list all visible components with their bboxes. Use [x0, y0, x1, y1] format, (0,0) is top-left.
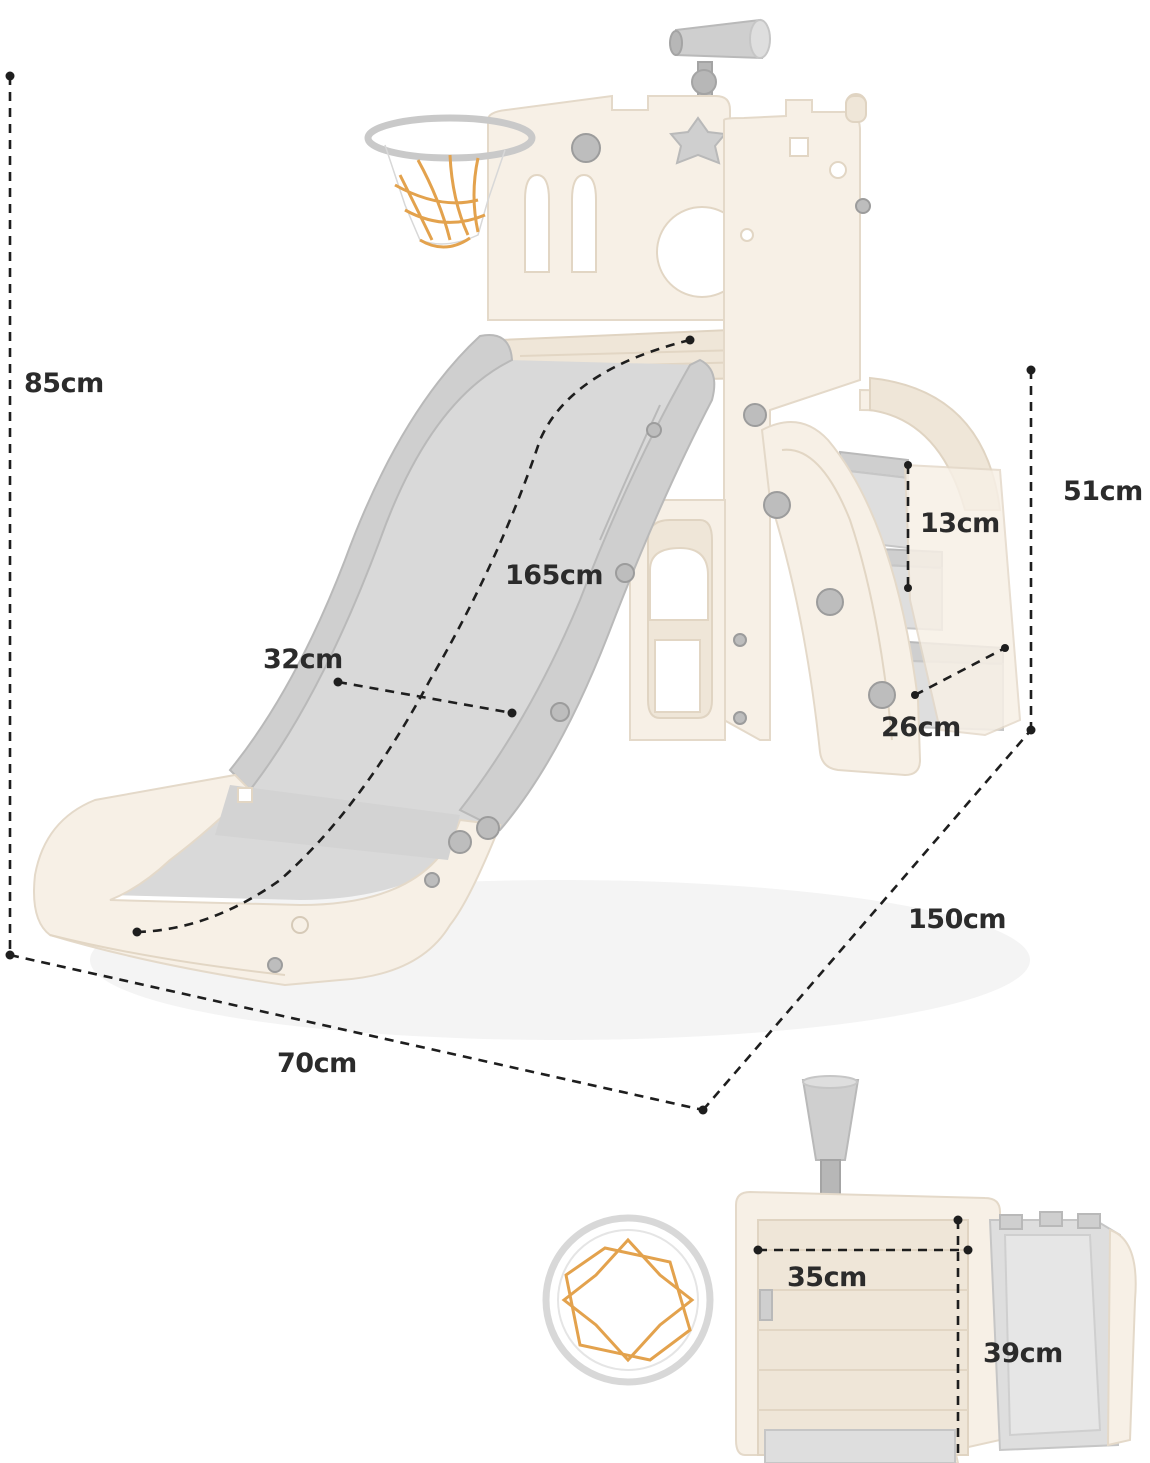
overall-length-label: 150cm: [908, 904, 1007, 935]
top-view-illustration: [542, 1075, 1137, 1463]
step-height-label: 13cm: [920, 508, 1000, 539]
total-height-label: 85cm: [24, 368, 104, 399]
platform-width-label: 35cm: [787, 1262, 867, 1293]
slide-length-label: 165cm: [505, 560, 604, 591]
dimension-lines: [5, 71, 1036, 1115]
step-depth-label: 26cm: [881, 712, 961, 743]
overall-width-label: 70cm: [277, 1048, 357, 1079]
slide-set-illustration: [5, 18, 1036, 1115]
platform-depth-label: 39cm: [983, 1338, 1063, 1369]
platform-height-label: 51cm: [1063, 476, 1143, 507]
telescope-icon: [669, 18, 771, 133]
slide-width-label: 32cm: [263, 644, 343, 675]
slide-icon: [33, 334, 716, 987]
basketball-hoop-icon: [364, 114, 536, 249]
